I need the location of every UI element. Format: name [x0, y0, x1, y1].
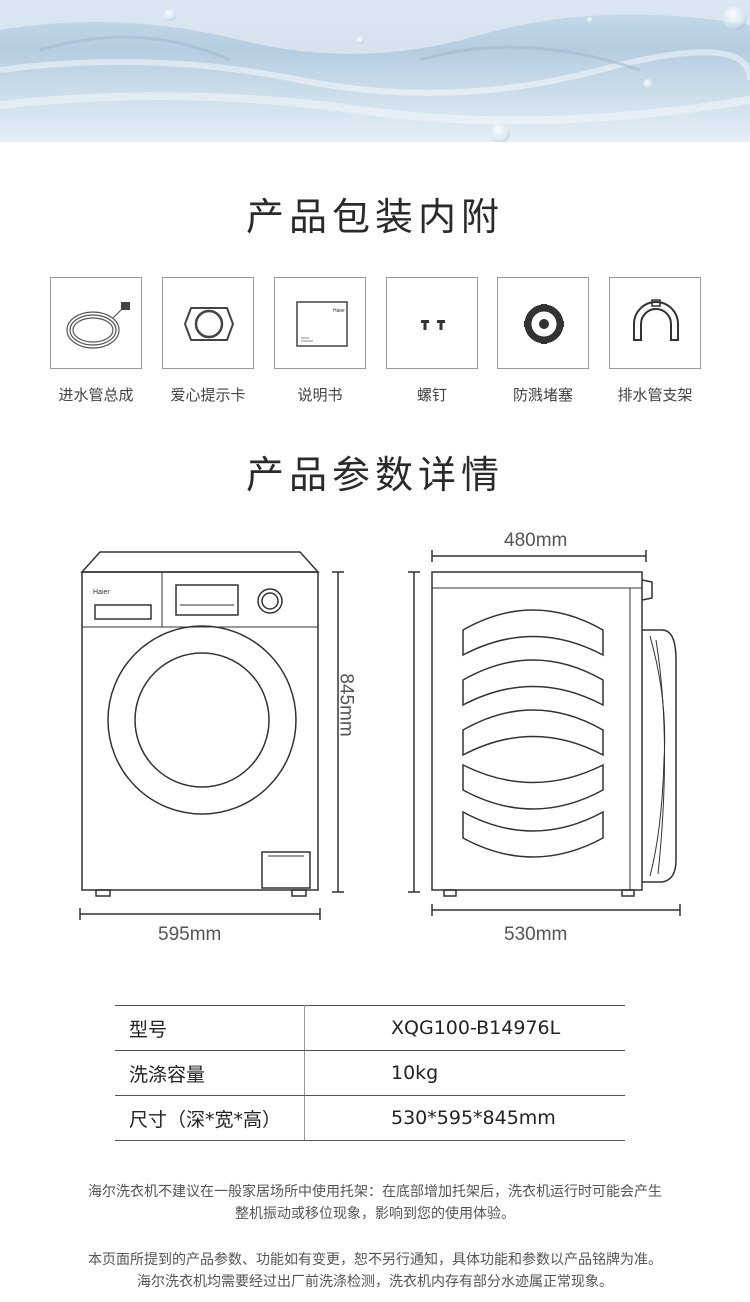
accessory-label: 说明书: [297, 386, 343, 404]
spec-value: 530*595*845mm: [304, 1095, 625, 1141]
spec-value: 10kg: [304, 1050, 625, 1096]
accessory-item-inlet-hose: [50, 277, 142, 369]
washer-brand: Haier: [93, 589, 110, 596]
accessories-title: 产品包装内附: [245, 195, 504, 239]
water-banner: [0, 0, 750, 142]
accessory-label: 排水管支架: [617, 386, 693, 404]
spec-value: XQG100-B14976L: [304, 1005, 625, 1051]
width-dimension-line: [79, 908, 321, 920]
note-line: 海尔洗衣机不建议在一般家居场所中使用托架：在底部增加托架后，洗衣机运行时可能会产…: [88, 1184, 662, 1200]
params-title: 产品参数详情: [245, 453, 504, 497]
accessory-item-care-card: [162, 277, 254, 369]
splash-plug-icon: [524, 304, 564, 344]
side-height-line: [408, 571, 420, 893]
water-ripple-graphic: [0, 0, 750, 142]
accessory-item-drain-bracket: [609, 277, 701, 369]
accessory-item-manual: Haier: [274, 277, 366, 369]
spec-key: 洗涤容量: [115, 1050, 305, 1096]
spec-key: 尺寸（深*宽*高）: [115, 1095, 305, 1141]
accessory-item-screws: [386, 277, 478, 369]
depth-label: 530mm: [504, 924, 568, 945]
water-inlet-hose-icon: [66, 302, 130, 349]
accessory-label: 防溅堵塞: [512, 386, 573, 404]
note-line: 整机振动或移位现象，影响到您的使用体验。: [235, 1206, 515, 1222]
drain-pipe-bracket-icon: [633, 299, 679, 341]
note-line: 海尔洗衣机均需要经过出厂前洗涤检测，洗衣机内存有部分水迹属正常现象。: [137, 1274, 613, 1290]
screws-icon: [421, 320, 445, 330]
accessory-item-splash-plug: [497, 277, 589, 369]
spec-row: 尺寸（深*宽*高） 530*595*845mm: [115, 1095, 625, 1141]
accessory-label: 爱心提示卡: [170, 386, 246, 404]
spec-row: 洗涤容量 10kg: [115, 1050, 625, 1096]
drum-bands: [462, 609, 604, 858]
accessory-label: 进水管总成: [58, 386, 134, 404]
front-view-washer: [80, 551, 320, 897]
spec-table: 型号 XQG100-B14976L 洗涤容量 10kg 尺寸（深*宽*高） 53…: [115, 1005, 625, 1141]
note-line: 本页面所提到的产品参数、功能如有变更，恕不另行通知，具体功能和参数以产品铭牌为准…: [88, 1252, 662, 1268]
spec-row: 型号 XQG100-B14976L: [115, 1005, 625, 1051]
front-width-label: 595mm: [158, 924, 222, 945]
side-width-label: 480mm: [504, 530, 568, 551]
disclaimer-note: 本页面所提到的产品参数、功能如有变更，恕不另行通知，具体功能和参数以产品铭牌为准…: [30, 1249, 720, 1293]
care-card-icon: [183, 307, 235, 341]
bracket-warning-note: 海尔洗衣机不建议在一般家居场所中使用托架：在底部增加托架后，洗衣机运行时可能会产…: [30, 1181, 720, 1225]
manual-icon: Haier: [296, 301, 348, 347]
spec-key: 型号: [115, 1005, 305, 1051]
height-label: 845mm: [335, 673, 357, 737]
depth-dimension-line: [431, 904, 681, 916]
side-view-washer: [431, 571, 677, 897]
manual-brand: Haier: [333, 308, 345, 314]
accessory-label: 螺钉: [416, 386, 447, 404]
